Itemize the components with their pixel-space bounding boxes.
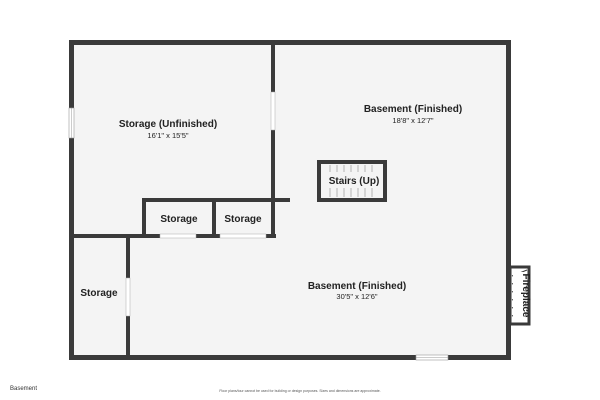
stairs-label-bg xyxy=(327,172,381,188)
openings xyxy=(68,91,449,361)
door-small-storage-2 xyxy=(219,233,267,239)
wall-small-storage-bottom xyxy=(142,234,276,238)
basement-bottom-name: Basement (Finished) xyxy=(308,281,406,292)
room-labels: Storage (Unfinished) 16'1" x 15'5" Basem… xyxy=(80,104,531,318)
storage-unfinished-name: Storage (Unfinished) xyxy=(119,119,217,130)
storage-left-name: Storage xyxy=(80,288,118,299)
wall-small-storage-left xyxy=(142,198,146,238)
wall-right xyxy=(506,40,511,360)
door-storage-basement xyxy=(270,91,276,131)
disclaimer-text: Floor plans/tour cannot be used for buil… xyxy=(219,389,381,393)
storage-unfinished-dims: 16'1" x 15'5" xyxy=(147,131,188,140)
stairs-name: Stairs (Up) xyxy=(329,176,380,187)
fireplace-label-bg xyxy=(513,272,526,319)
basement-bottom-dims: 30'5" x 12'6" xyxy=(336,292,377,301)
door-small-storage-1 xyxy=(159,233,197,239)
storage-small-2-name: Storage xyxy=(224,214,262,225)
floor-label: Basement xyxy=(10,386,38,392)
wall-small-storage-divider xyxy=(212,198,216,238)
wall-storage-bottom xyxy=(72,234,147,238)
fireplace-name: Fireplace xyxy=(520,274,531,318)
wall-left xyxy=(69,40,74,360)
storage-small-1-name: Storage xyxy=(160,214,198,225)
wall-bottom xyxy=(69,355,511,360)
fireplace xyxy=(508,265,531,326)
wall-small-storage-right xyxy=(271,198,275,238)
basement-top-dims: 18'8" x 12'7" xyxy=(392,116,433,125)
wall-top xyxy=(69,40,511,45)
outer-walls xyxy=(69,40,511,360)
door-left-storage xyxy=(125,277,131,317)
stairs xyxy=(317,160,387,202)
basement-top-name: Basement (Finished) xyxy=(364,104,462,115)
